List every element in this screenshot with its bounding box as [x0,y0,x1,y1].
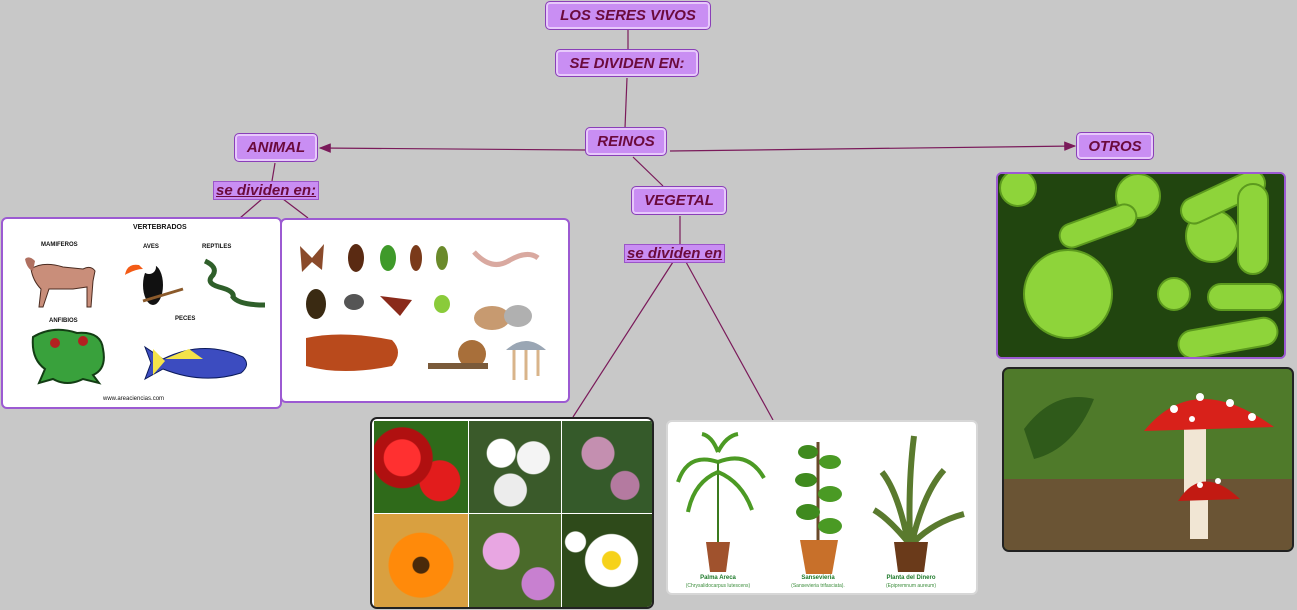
fish-picture [143,345,247,381]
link-reinos-vegetal [632,156,664,187]
bacteria-drawing [998,174,1284,357]
bacteria-image[interactable] [996,172,1286,359]
white-flower-picture [469,421,561,513]
daisy-picture [562,514,652,607]
beetle-picture [380,245,396,271]
link-label-vegetal[interactable]: se dividen en [624,244,726,263]
bug-picture [434,295,450,313]
horse-picture [25,257,96,308]
mushroom-image[interactable] [1002,367,1294,552]
plant-scientific-name: (Epipremnum aureum) [885,583,937,589]
jellyfish-picture [506,341,546,380]
link-reinos-animal [318,143,586,153]
vertebrados-title: VERTEBRADOS [133,224,187,231]
frog-picture [31,328,105,385]
invertebrate-drawings [300,244,546,380]
vertebrados-image[interactable]: VERTEBRADOS MAMIFEROS AVES REPTILES ANFI… [1,217,282,409]
hellebore-picture [562,421,652,513]
link-label-vert [239,198,263,219]
link-reinos-otros [669,141,1077,152]
pothos-picture [795,442,842,574]
node-vegetal[interactable]: VEGETAL [631,186,727,215]
plant-name: Planta del Dinero [886,575,936,581]
palm-picture [676,432,766,572]
node-label: REINOS [597,133,655,150]
node-label: ANIMAL [246,139,306,156]
clam-picture [474,306,510,330]
snake-picture [203,258,266,308]
plant-name: Sansevieria [801,575,835,581]
plants-image[interactable]: Palma Areca (Chrysalidocarpus lutescens)… [666,420,978,595]
link-divide-reinos [624,77,628,129]
spider-picture [344,294,364,310]
group-label: REPTILES [202,244,232,250]
node-label: LOS SERES VIVOS [560,7,696,24]
node-label: OTROS [1088,137,1142,155]
group-label: AVES [143,244,159,250]
link-label-animal[interactable]: se dividen en: [213,181,320,200]
plant-name: Palma Areca [700,575,736,581]
begonia-picture [374,421,468,513]
snail-picture [428,340,488,369]
sansevieria-picture [872,435,965,572]
lobster-picture [306,334,398,371]
invertebrados-image[interactable] [280,218,570,403]
node-se-dividen-en[interactable]: SE DIVIDEN EN: [555,49,699,77]
node-label: VEGETAL [644,192,714,209]
mushroom-drawing [1004,369,1292,550]
node-los-seres-vivos[interactable]: LOS SERES VIVOS [545,1,711,30]
pink-flower-picture [469,514,561,607]
group-label: PECES [175,316,196,322]
toucan-picture [125,260,184,305]
marigold-picture [374,514,468,607]
butterfly-picture [300,244,324,272]
beetle-picture [410,245,422,271]
link-animal-label [271,162,276,182]
node-reinos[interactable]: REINOS [585,127,667,156]
source-footer: www.areaciencias.com [103,396,165,402]
flowers-image[interactable] [370,417,654,609]
beetle-picture [306,289,326,319]
link-label-invert [282,198,309,219]
amanita-mushroom [1144,393,1274,539]
group-label: ANFIBIOS [49,318,78,324]
node-label: SE DIVIDEN EN: [569,54,685,72]
beetle-picture [348,244,364,272]
group-label: MAMIFEROS [41,242,78,248]
clam-picture [504,305,532,327]
node-animal[interactable]: ANIMAL [234,133,318,162]
wasp-picture [380,296,412,316]
plant-scientific-name: (Sansevieria trifasciata). [791,583,845,589]
plant-drawings [676,432,965,574]
link-label-flowers [572,261,674,418]
beetle-picture [436,246,448,270]
link-label-plants [685,261,774,421]
vertebrate-drawings [25,257,266,385]
bacteria-cells [999,174,1283,357]
node-otros[interactable]: OTROS [1076,132,1154,160]
plant-scientific-name: (Chrysalidocarpus lutescens) [685,583,751,589]
worm-picture [472,250,540,267]
